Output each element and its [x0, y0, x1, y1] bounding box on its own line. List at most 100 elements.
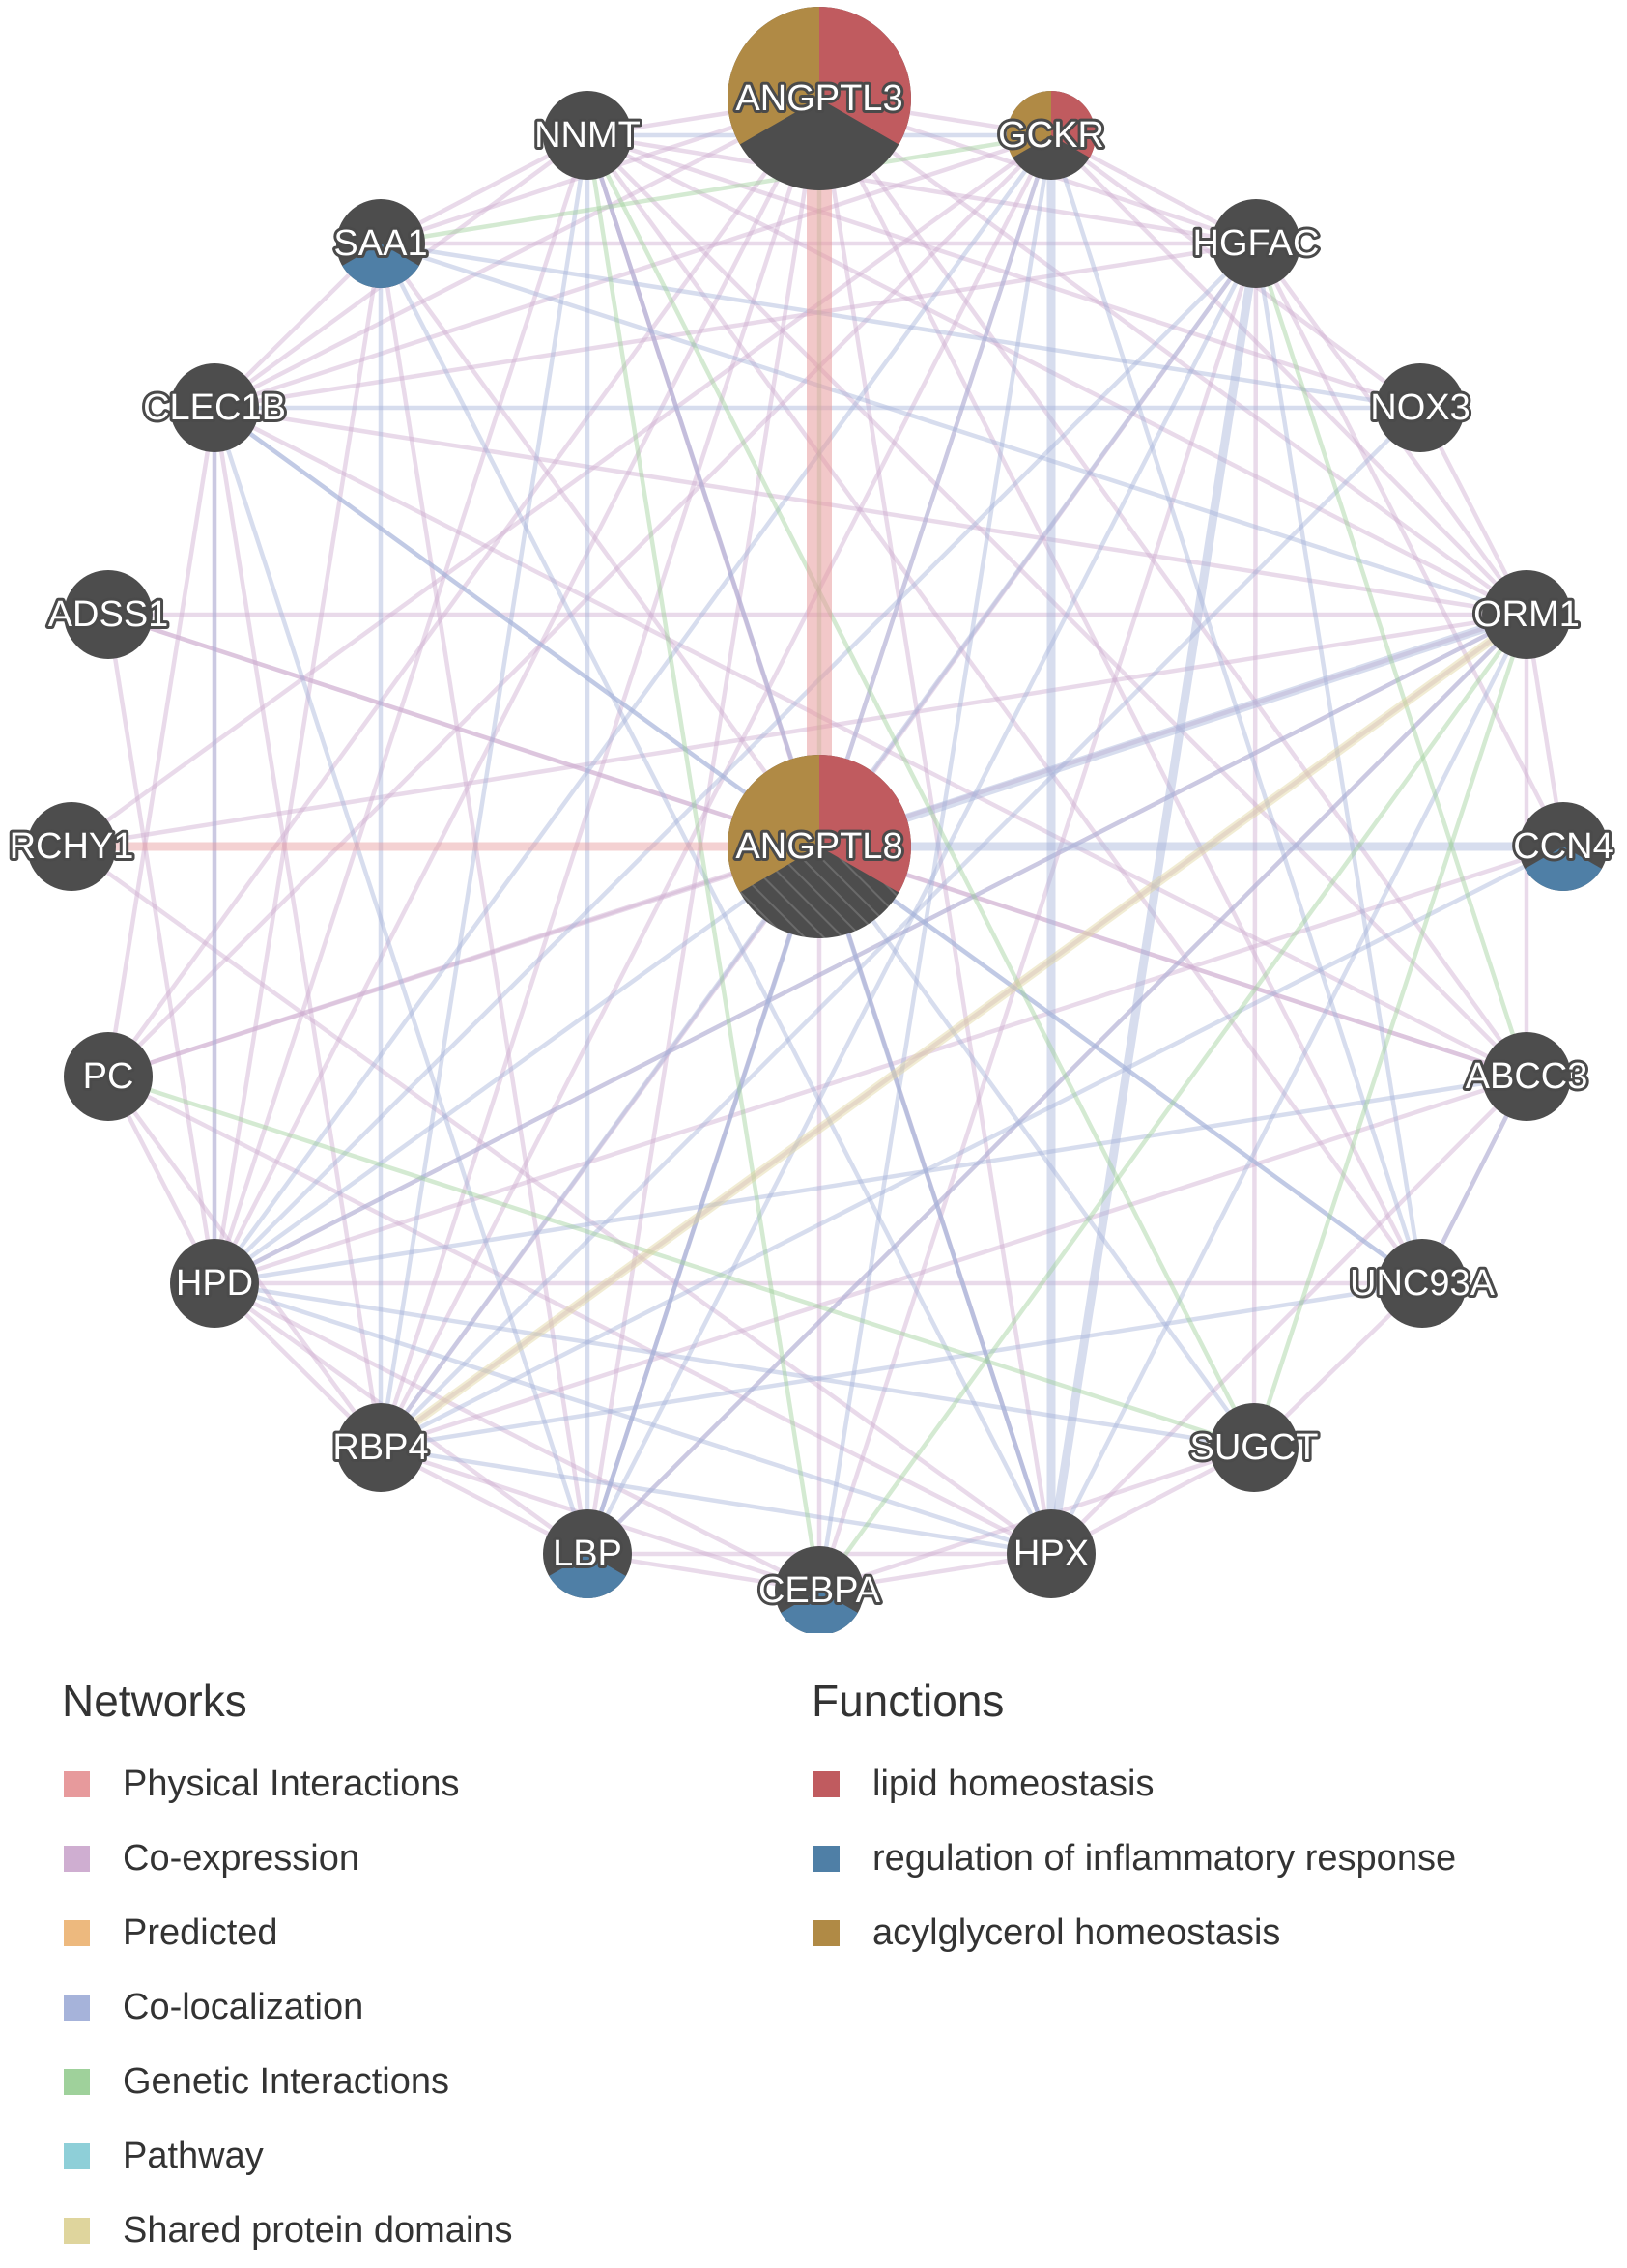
- node-hgfac[interactable]: HGFAC: [1190, 199, 1322, 288]
- node-label: SAA1: [333, 223, 427, 264]
- node-rchy1[interactable]: RCHY1: [7, 802, 136, 891]
- edge-coexpression-rchy1-orm1: [71, 612, 1527, 849]
- node-circle: [1007, 1509, 1096, 1598]
- edge-coexpression-angptl3-pc: [106, 97, 821, 1078]
- node-label: GCKR: [998, 115, 1104, 156]
- edge-colocalization-hpx-hgfac: [1046, 243, 1261, 1555]
- node-hpd[interactable]: HPD: [170, 1239, 259, 1328]
- function-slice-acylglycerol: [1007, 91, 1051, 158]
- edge-colocalization-angptl8-clec1b: [213, 406, 821, 848]
- edge-coexpression-rbp4-gckr: [378, 133, 1054, 1450]
- node-angptl8[interactable]: ANGPTL8: [728, 755, 911, 938]
- node-saa1[interactable]: SAA1: [330, 199, 431, 288]
- node-pc[interactable]: PC: [64, 1032, 153, 1121]
- edge-coexpression-angptl8-rbp4: [379, 845, 821, 1450]
- node-circle: [170, 363, 259, 452]
- node-label: NOX3: [1370, 388, 1470, 428]
- edge-colocalization-angptl8-unc93a: [817, 845, 1424, 1285]
- edge-coexpression-hpd-nnmt: [212, 134, 590, 1284]
- function-legend-label: lipid homeostasis: [872, 1763, 1155, 1804]
- networks-legend-title: Networks: [62, 1676, 247, 1726]
- edge-coexpression-lbp-orm1: [585, 613, 1528, 1556]
- edge-coexpression-angptl8-adss1: [107, 612, 820, 849]
- edge-colocalization-saa1-nox3: [380, 241, 1421, 411]
- network-legend-label: Co-expression: [123, 1837, 359, 1879]
- node-rbp4[interactable]: RBP4: [329, 1403, 432, 1492]
- node-circle: [1376, 363, 1465, 452]
- node-angptl3[interactable]: ANGPTL3: [728, 7, 911, 190]
- node-label: CEBPA: [758, 1570, 881, 1611]
- function-slice-acylglycerol: [728, 755, 819, 893]
- edge-colocalization-orm1-angptl8: [817, 610, 1528, 851]
- node-circle: [336, 1403, 425, 1492]
- edge-coexpression-rbp4-orm1: [379, 613, 1528, 1450]
- function-slice-lipid: [819, 755, 911, 893]
- node-orm1[interactable]: ORM1: [1470, 570, 1583, 659]
- node-label: LBP: [553, 1534, 622, 1574]
- function-legend-swatch: [814, 1845, 840, 1872]
- node-label: ABCC3: [1466, 1056, 1588, 1097]
- function-legend-label: acylglycerol homeostasis: [872, 1911, 1281, 1953]
- node-label: CCN4: [1513, 826, 1613, 867]
- function-slice-lipid: [1051, 91, 1096, 158]
- function-legend-swatch: [814, 1770, 840, 1797]
- node-sugct[interactable]: SUGCT: [1187, 1403, 1322, 1492]
- node-nnmt[interactable]: NNMT: [531, 91, 643, 180]
- edge-coexpression-orm1-nnmt: [585, 132, 1528, 617]
- edge-coexpression-cebpa-hgfac: [816, 243, 1259, 1592]
- function-slice-inflammatory: [781, 1591, 858, 1633]
- edge-genetic-nnmt-cebpa: [585, 134, 822, 1592]
- function-slice-inflammatory: [342, 244, 419, 288]
- edge-genetic-pc-sugct: [107, 1074, 1255, 1450]
- node-unc93a[interactable]: UNC93A: [1347, 1239, 1499, 1328]
- network-legend-swatch: [64, 1994, 90, 2021]
- network-legend-label: Predicted: [123, 1911, 278, 1953]
- node-cebpa[interactable]: CEBPA: [756, 1546, 884, 1633]
- node-hpx[interactable]: HPX: [1007, 1509, 1096, 1598]
- edge-colocalization-lbp-hgfac: [585, 242, 1259, 1556]
- edge-coexpression-orm1-clec1b: [214, 405, 1527, 617]
- node-label: PC: [83, 1056, 134, 1097]
- edge-coexpression-pc-gckr: [106, 133, 1053, 1078]
- node-label: HPX: [1013, 1534, 1089, 1574]
- function-slice-inflammatory: [1525, 847, 1602, 891]
- edge-coexpression-lbp-saa1: [378, 243, 590, 1555]
- edge-genetic-nnmt-sugct: [585, 133, 1257, 1450]
- node-circle: [27, 802, 116, 891]
- edge-coexpression-orm1-gckr: [1049, 133, 1528, 617]
- edge-coexpression-angptl8-nnmt: [585, 134, 822, 847]
- edge-genetic-orm1-cebpa: [817, 613, 1528, 1593]
- edge-colocalization-hpx-hpd: [214, 1280, 1052, 1557]
- edge-colocalization-abcc3-hpd: [214, 1074, 1527, 1286]
- edge-coexpression-angptl3-rbp4: [378, 98, 822, 1449]
- node-nox3[interactable]: NOX3: [1367, 363, 1473, 452]
- edge-coexpression-ccn4-hpd: [214, 844, 1564, 1286]
- edge-coexpression-abcc3-nnmt: [585, 133, 1528, 1078]
- node-adss1[interactable]: ADSS1: [45, 570, 171, 659]
- node-circle: [1210, 1403, 1299, 1492]
- network-legend-label: Shared protein domains: [123, 2209, 513, 2251]
- node-circle: [1482, 1032, 1571, 1121]
- edge-coexpression-angptl3-clec1b: [213, 96, 821, 411]
- node-label: ADSS1: [48, 594, 169, 635]
- node-abcc3[interactable]: ABCC3: [1463, 1032, 1590, 1121]
- node-label: ANGPTL8: [735, 826, 902, 867]
- edge-colocalization-orm1-lbp: [585, 613, 1528, 1556]
- node-gckr[interactable]: GCKR: [995, 91, 1107, 180]
- network-legend-swatch: [64, 1919, 90, 1946]
- node-lbp[interactable]: LBP: [543, 1509, 632, 1599]
- edge-genetic-orm1-sugct: [1251, 614, 1529, 1449]
- edge-coexpression-pc-clec1b: [105, 407, 217, 1077]
- network-legend-item: Predicted: [62, 1896, 512, 1970]
- edge-coexpression-angptl3-unc93a: [816, 97, 1425, 1285]
- network-legend-item: Shared protein domains: [62, 2194, 512, 2268]
- edge-coexpression-angptl3-hpd: [212, 97, 822, 1285]
- node-clec1b[interactable]: CLEC1B: [140, 363, 289, 452]
- network-legend-label: Pathway: [123, 2135, 264, 2176]
- function-slice-inflammatory: [549, 1554, 626, 1599]
- node-ccn4[interactable]: CCN4: [1510, 802, 1616, 891]
- edge-colocalization-hpd-hgfac: [213, 242, 1258, 1285]
- edge-colocalization-nnmt-rbp4: [378, 134, 590, 1449]
